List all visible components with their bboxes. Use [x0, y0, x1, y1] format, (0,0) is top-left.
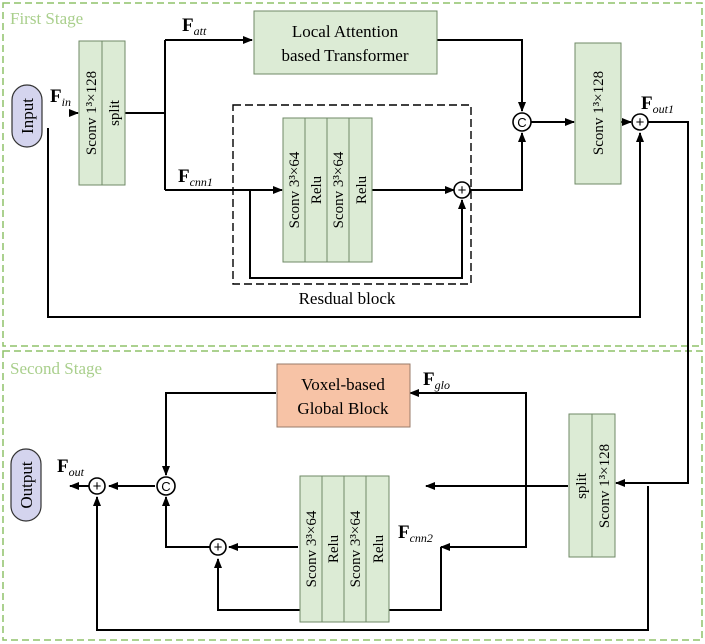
line-res1-skip: [249, 190, 466, 279]
feature-label-in: Fin: [50, 86, 71, 109]
line-input-skip: [47, 128, 644, 318]
add-node-out1: +: [631, 113, 649, 131]
arrow-global-to-concat: [162, 392, 276, 476]
line-second-stage-skip: [93, 486, 649, 631]
second-stage-title: Second Stage: [10, 359, 102, 378]
sconv-1-label: Sconv 1³×128: [591, 71, 607, 155]
feature-label-glo: Fglo: [423, 369, 450, 392]
sconv-split-1-line2: split: [107, 99, 123, 126]
global-block-line1: Voxel-based: [301, 375, 385, 394]
arrow-out1-to-second-stage: [615, 121, 689, 487]
res1-sconv-b: Sconv 3³×64: [331, 151, 347, 228]
add-node-res1: +: [453, 181, 471, 199]
sconv-split-block-1: Sconv 1³×128 split: [78, 40, 126, 186]
concat-node-2-label: C: [161, 479, 170, 494]
feature-label-att: Fatt: [182, 15, 207, 38]
global-block-line2: Global Block: [297, 399, 389, 418]
arrow-to-resblock2-lower: [440, 486, 527, 551]
feature-label-cnn1: Fcnn1: [178, 166, 213, 189]
add-node-out1-label: +: [636, 114, 645, 131]
split-sconv-2-line2: Sconv 1³×128: [597, 444, 613, 528]
first-stage-title: First Stage: [10, 9, 83, 28]
res1-relu-b: Relu: [354, 175, 370, 204]
concat-node-2: C: [156, 476, 176, 496]
res2-sconv-a: Sconv 3³×64: [304, 510, 320, 587]
res2-relu-a: Relu: [326, 534, 342, 563]
residual-block-1: Sconv 3³×64 Relu Sconv 3³×64 Relu: [282, 117, 373, 263]
arrow-res1-to-concat: [470, 132, 526, 191]
split-sconv-2-line1: split: [574, 472, 590, 499]
concat-node-1-label: C: [517, 115, 526, 130]
add-node-res2-label: +: [214, 539, 223, 556]
add-node-res1-label: +: [458, 182, 467, 199]
res2-relu-b: Relu: [371, 534, 387, 563]
add-node-out: +: [88, 477, 106, 495]
arrow-transformer-to-concat: [437, 39, 526, 112]
residual-block-2: Sconv 3³×64 Relu Sconv 3³×64 Relu: [299, 475, 390, 623]
arrow-add-to-concat: [162, 496, 210, 548]
transformer-line1: Local Attention: [292, 22, 399, 41]
sconv-split-1-line1: Sconv 1³×128: [84, 71, 100, 155]
residual-block-label: Resdual block: [299, 289, 396, 308]
feature-label-out1: Fout1: [641, 93, 674, 116]
first-stage-frame: [2, 2, 703, 347]
global-block: Voxel-based Global Block: [276, 363, 411, 428]
residual-block-frame: [232, 104, 472, 285]
res1-sconv-a: Sconv 3³×64: [287, 151, 303, 228]
output-block: [10, 448, 42, 522]
add-node-res2: +: [209, 538, 227, 556]
add-node-out-label: +: [93, 478, 102, 495]
feature-label-out: Fout: [57, 456, 85, 479]
input-label: Input: [18, 98, 37, 134]
res2-sconv-b: Sconv 3³×64: [348, 510, 364, 587]
input-block: [11, 84, 43, 148]
arrow-to-global-block: [409, 389, 527, 486]
sconv-block-1: Sconv 1³×128: [574, 42, 622, 185]
feature-label-cnn2: Fcnn2: [398, 522, 433, 545]
output-label: Output: [17, 461, 36, 509]
split-sconv-block-2: split Sconv 1³×128: [568, 413, 616, 558]
second-stage-frame: [2, 350, 703, 641]
res1-relu-a: Relu: [309, 175, 325, 204]
transformer-line2: based Transformer: [281, 46, 408, 65]
concat-node-1: C: [512, 112, 532, 132]
transformer-block: Local Attention based Transformer: [253, 10, 438, 75]
